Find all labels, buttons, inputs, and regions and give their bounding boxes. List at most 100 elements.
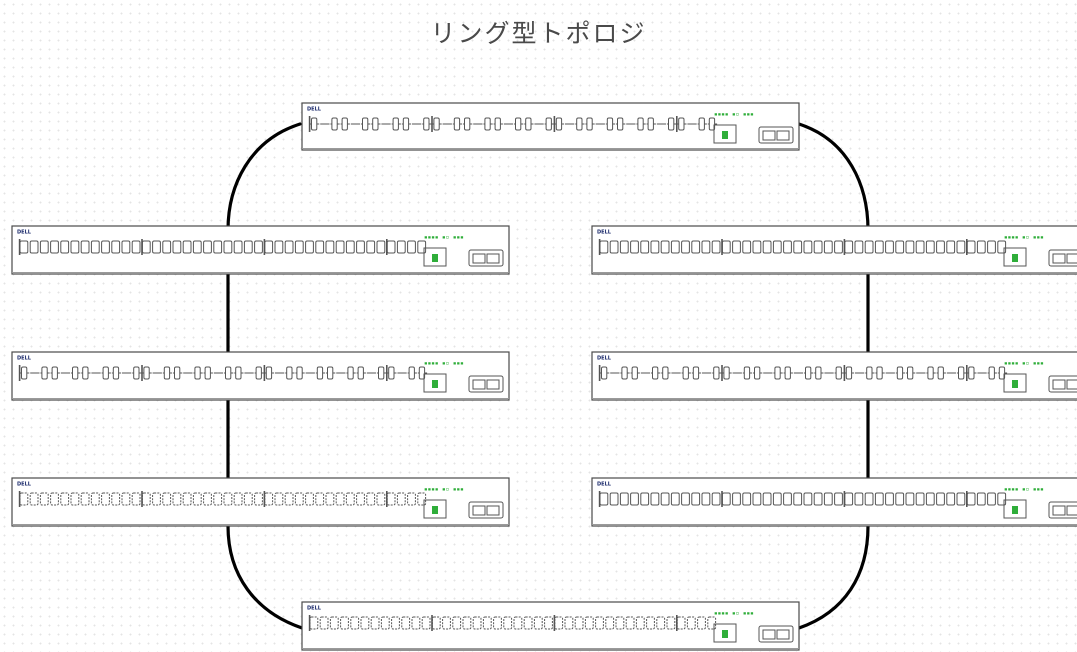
switch-port bbox=[182, 240, 192, 254]
sfp-port bbox=[762, 130, 776, 141]
switch-port bbox=[366, 492, 376, 506]
brand-logo: DELL bbox=[17, 356, 32, 362]
switch-port bbox=[606, 117, 614, 131]
switch-port bbox=[732, 492, 741, 506]
switch-port bbox=[925, 492, 935, 506]
switch-port bbox=[29, 492, 39, 506]
switch-port bbox=[815, 366, 822, 380]
switch-port bbox=[41, 366, 48, 380]
switch-port bbox=[544, 616, 553, 630]
switch-port bbox=[805, 366, 812, 380]
switch-port bbox=[968, 366, 975, 380]
switch-port bbox=[254, 240, 263, 254]
switch-bottom: DELL▪▪▪▪ ▪▫ ▪▪▪ bbox=[301, 601, 800, 651]
switch-port bbox=[708, 117, 716, 131]
switch-port bbox=[864, 240, 874, 254]
status-leds: ▪▪▪▪ ▪▫ ▪▪▪ bbox=[1004, 486, 1044, 493]
port-group-divider bbox=[721, 365, 723, 381]
status-leds: ▪▪▪▪ ▪▫ ▪▪▪ bbox=[1004, 360, 1044, 367]
switch-port bbox=[681, 240, 690, 254]
port-group-divider bbox=[843, 365, 846, 381]
uplink-module bbox=[713, 623, 737, 643]
switch-port bbox=[388, 366, 395, 380]
switch-port bbox=[319, 616, 329, 630]
switch-port bbox=[784, 366, 791, 380]
switch-port bbox=[670, 492, 680, 506]
switch-port bbox=[885, 492, 894, 506]
switch-port bbox=[162, 240, 172, 254]
switch-port bbox=[417, 492, 427, 506]
sfp-port bbox=[486, 379, 500, 390]
switch-port bbox=[803, 492, 813, 506]
switch-port bbox=[131, 492, 141, 506]
switch-port bbox=[646, 616, 655, 630]
cable-top-to-left bbox=[226, 122, 302, 232]
switch-port bbox=[194, 366, 201, 380]
uplink-led-icon bbox=[722, 131, 728, 139]
switch-port bbox=[407, 240, 416, 254]
switch-port bbox=[554, 616, 564, 630]
switch-port bbox=[335, 492, 345, 506]
switch-port bbox=[172, 240, 182, 254]
switch-port bbox=[650, 240, 660, 254]
switch-port bbox=[774, 366, 781, 380]
switch-port bbox=[203, 240, 212, 254]
switch-port bbox=[433, 117, 440, 131]
switch-port bbox=[670, 240, 680, 254]
switch-port bbox=[823, 240, 833, 254]
switch-port bbox=[223, 240, 233, 254]
switch-port bbox=[864, 492, 874, 506]
switch-port bbox=[895, 240, 905, 254]
switch-port bbox=[223, 492, 233, 506]
switch-port bbox=[133, 366, 140, 380]
switch-port bbox=[958, 366, 965, 380]
switch-port bbox=[163, 366, 171, 380]
switch-port bbox=[925, 240, 935, 254]
switch-port bbox=[660, 240, 670, 254]
switch-port bbox=[192, 492, 202, 506]
switch-port bbox=[311, 117, 318, 131]
switch-port bbox=[327, 366, 334, 380]
sfp-port bbox=[1066, 253, 1077, 264]
switch-port bbox=[243, 240, 253, 254]
switch-port bbox=[915, 492, 925, 506]
switch-port bbox=[762, 240, 772, 254]
switch-port bbox=[966, 240, 976, 254]
switch-port bbox=[723, 366, 730, 380]
switch-port bbox=[372, 117, 379, 131]
switch-port bbox=[396, 240, 406, 254]
sfp-port bbox=[486, 253, 500, 264]
switch-port bbox=[131, 240, 141, 254]
switch-port bbox=[678, 117, 685, 131]
switch-port bbox=[936, 240, 945, 254]
status-leds: ▪▪▪▪ ▪▫ ▪▪▪ bbox=[1004, 234, 1044, 241]
switch-port bbox=[357, 366, 364, 380]
switch-port bbox=[742, 492, 752, 506]
switch-port bbox=[701, 240, 711, 254]
switch-port bbox=[625, 616, 635, 630]
switch-port bbox=[345, 492, 355, 506]
switch-port bbox=[462, 616, 472, 630]
switch-port bbox=[51, 366, 58, 380]
sfp-port bbox=[776, 130, 790, 141]
switch-port bbox=[141, 492, 151, 506]
switch-port bbox=[617, 117, 624, 131]
cable-top-to-right bbox=[797, 122, 870, 232]
switch-port bbox=[668, 117, 675, 131]
switch-port bbox=[494, 117, 501, 131]
ring-cables bbox=[226, 122, 870, 630]
switch-port bbox=[366, 240, 376, 254]
sfp-port bbox=[1066, 379, 1077, 390]
switch-right-2: DELL▪▪▪▪ ▪▫ ▪▪▪ bbox=[591, 351, 1077, 401]
switch-port bbox=[325, 240, 335, 254]
switch-port bbox=[233, 240, 243, 254]
switch-port bbox=[640, 240, 650, 254]
switch-port bbox=[204, 366, 211, 380]
sfp-module bbox=[758, 625, 794, 643]
switch-port bbox=[793, 240, 803, 254]
switch-top: DELL▪▪▪▪ ▪▫ ▪▪▪ bbox=[301, 102, 800, 151]
switch-port bbox=[854, 492, 864, 506]
switch-port bbox=[356, 240, 365, 254]
switch-port bbox=[619, 240, 629, 254]
switch-port bbox=[998, 366, 1006, 380]
